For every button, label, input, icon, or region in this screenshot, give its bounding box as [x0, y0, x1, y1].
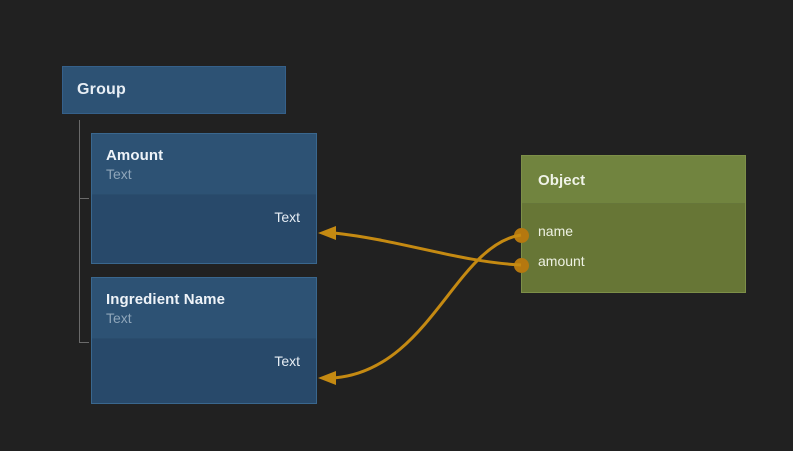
node-amount-title: Amount: [106, 147, 164, 164]
node-amount[interactable]: Amount Text Text: [91, 133, 317, 264]
edge-name-to-ingredient-node: [333, 233, 522, 380]
node-amount-body: Text: [92, 195, 316, 253]
node-object-title: Object: [538, 172, 586, 189]
edge-arrow-name: [318, 371, 336, 385]
node-ingredient-name-header[interactable]: Ingredient Name Text: [92, 278, 316, 339]
group-tree-tick-ingredient: [79, 342, 89, 343]
group-tree-line: [79, 120, 80, 343]
node-ingredient-name-title: Ingredient Name: [106, 291, 226, 308]
node-ingredient-name-subtitle: Text: [106, 310, 132, 326]
node-object-ports: name amount: [522, 204, 745, 276]
node-ingredient-name[interactable]: Ingredient Name Text Text: [91, 277, 317, 404]
group-tree-tick-amount: [79, 198, 89, 199]
node-amount-subtitle: Text: [106, 166, 132, 182]
node-amount-output-label[interactable]: Text: [274, 209, 300, 225]
node-amount-header[interactable]: Amount Text: [92, 134, 316, 195]
edge-amount-to-amount-node: [333, 231, 522, 267]
group-title: Group: [77, 81, 126, 98]
node-ingredient-name-output-label[interactable]: Text: [274, 353, 300, 369]
port-dot-name[interactable]: [514, 228, 529, 243]
edge-arrow-amount: [318, 226, 336, 240]
port-row-name[interactable]: name: [538, 223, 574, 239]
node-object[interactable]: Object name amount: [521, 155, 746, 293]
node-ingredient-name-body: Text: [92, 339, 316, 397]
port-row-amount[interactable]: amount: [538, 253, 585, 269]
port-dot-amount[interactable]: [514, 258, 529, 273]
group-header[interactable]: Group: [62, 66, 286, 114]
node-object-header[interactable]: Object: [522, 156, 745, 204]
